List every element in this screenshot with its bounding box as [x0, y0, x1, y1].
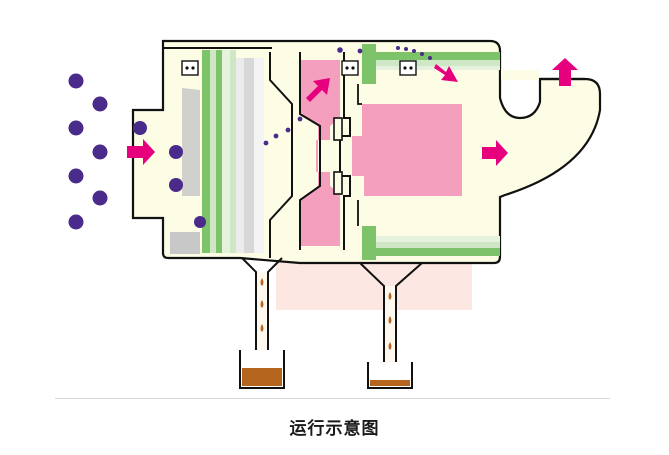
sensor-box-icon — [181, 60, 199, 76]
gray-baffle-bottom — [170, 232, 200, 254]
caption-divider — [55, 398, 610, 399]
gray-baffle-top — [182, 88, 200, 196]
airflow-arrow-icon — [482, 140, 508, 166]
collector-pink — [352, 104, 462, 196]
outlet-notch — [498, 79, 542, 120]
ionizer-pink — [300, 60, 340, 246]
sensor-box-icon — [399, 60, 417, 76]
collector-frame — [357, 84, 362, 226]
oil-collection-cup-left — [239, 350, 285, 389]
ionizer-frame-left — [299, 52, 321, 250]
ionizer-wall-left — [269, 52, 293, 258]
particle-dot-icon — [263, 46, 432, 146]
oil-droplet-icon — [260, 278, 392, 350]
sensor-box-icon — [341, 60, 359, 76]
airflow-arrow-icon — [306, 78, 330, 102]
pre-filter-stack — [202, 50, 264, 253]
airflow-arrow-icon — [434, 64, 458, 82]
oil-collection-cup-right — [367, 362, 413, 389]
drain-funnel-left — [241, 257, 283, 350]
airflow-arrow-icon — [127, 139, 155, 165]
shadow-region — [276, 258, 472, 310]
collector-wall — [339, 52, 351, 250]
drain-funnel-right — [359, 262, 423, 362]
diagram-caption: 运行示意图 — [289, 419, 380, 439]
operation-schematic — [68, 39, 602, 389]
particle-dot-icon — [68, 73, 206, 230]
airflow-arrow-icon — [552, 58, 578, 86]
